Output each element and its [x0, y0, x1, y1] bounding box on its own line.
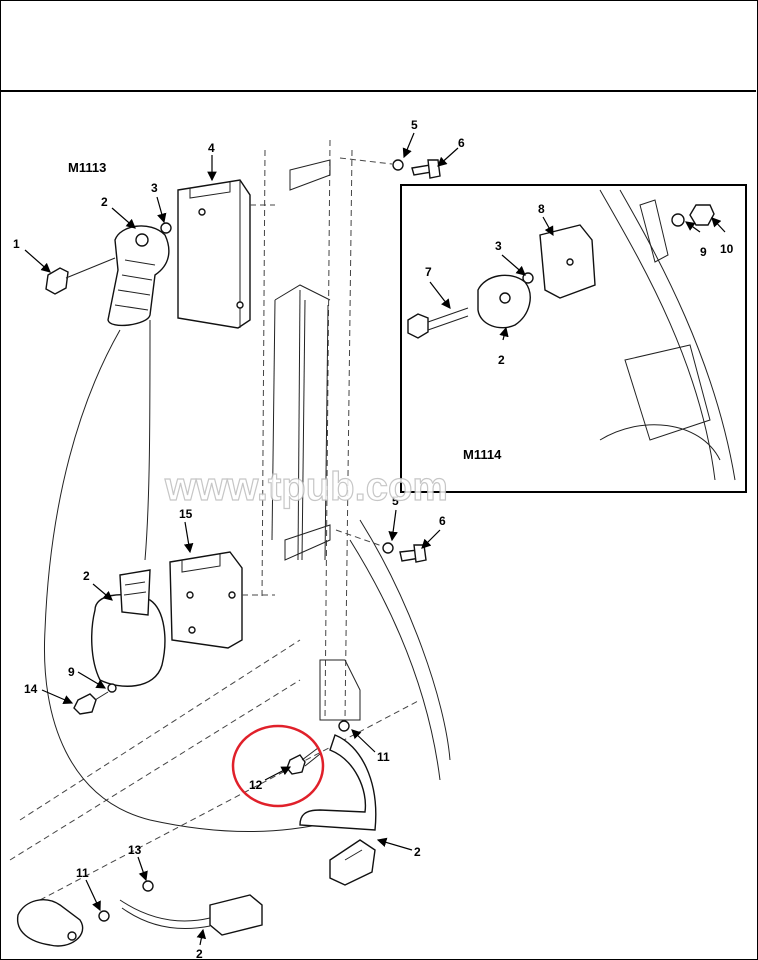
- callout-15: 15: [179, 507, 193, 521]
- callout-6: 6: [458, 136, 465, 150]
- model-label-main: M1113: [68, 160, 106, 175]
- callout-4: 4: [208, 141, 215, 155]
- anchor-bolt: [286, 720, 350, 775]
- lower-bolt-set: [335, 529, 427, 563]
- callout-2-inset: 2: [498, 353, 505, 367]
- retractor: [73, 569, 166, 715]
- parts-diagram: M1113 M1114 1 2 3 4 5 6 7 8 3 9 10 2 15 …: [9, 118, 747, 960]
- callout-10: 10: [720, 242, 734, 256]
- callout-leaders: [24, 132, 726, 946]
- callout-2-buckle: 2: [196, 947, 203, 960]
- model-label-inset: M1114: [463, 447, 502, 462]
- callout-11: 11: [377, 750, 390, 764]
- callout-9-inset: 9: [700, 245, 707, 259]
- callout-14: 14: [24, 682, 38, 696]
- callout-6-lower: 6: [439, 514, 446, 528]
- upper-bracket: [177, 179, 275, 329]
- callout-5-lower: 5: [392, 494, 399, 508]
- callout-3: 3: [151, 181, 158, 195]
- callout-2: 2: [101, 195, 108, 209]
- lower-bracket: [169, 551, 275, 649]
- m1114-inset: [400, 184, 747, 493]
- lap-belt-and-buckle: [16, 734, 377, 947]
- callout-11-lower: 11: [76, 866, 89, 880]
- upper-bolt-set: [339, 157, 441, 179]
- callout-5: 5: [411, 118, 418, 132]
- upper-d-ring-assembly: [45, 222, 172, 327]
- callout-13: 13: [128, 843, 142, 857]
- callout-2-retractor: 2: [83, 569, 90, 583]
- callout-1: 1: [13, 237, 20, 251]
- callout-12: 12: [249, 778, 263, 792]
- callout-8: 8: [538, 202, 545, 216]
- watermark: www.tpub.com: [164, 465, 448, 509]
- highlight-circle: [231, 724, 325, 808]
- callout-2-lapbelt: 2: [414, 845, 421, 859]
- callout-7: 7: [425, 265, 432, 279]
- callout-3-inset: 3: [495, 239, 502, 253]
- callout-9-lower: 9: [68, 665, 75, 679]
- header-box: [0, 0, 756, 92]
